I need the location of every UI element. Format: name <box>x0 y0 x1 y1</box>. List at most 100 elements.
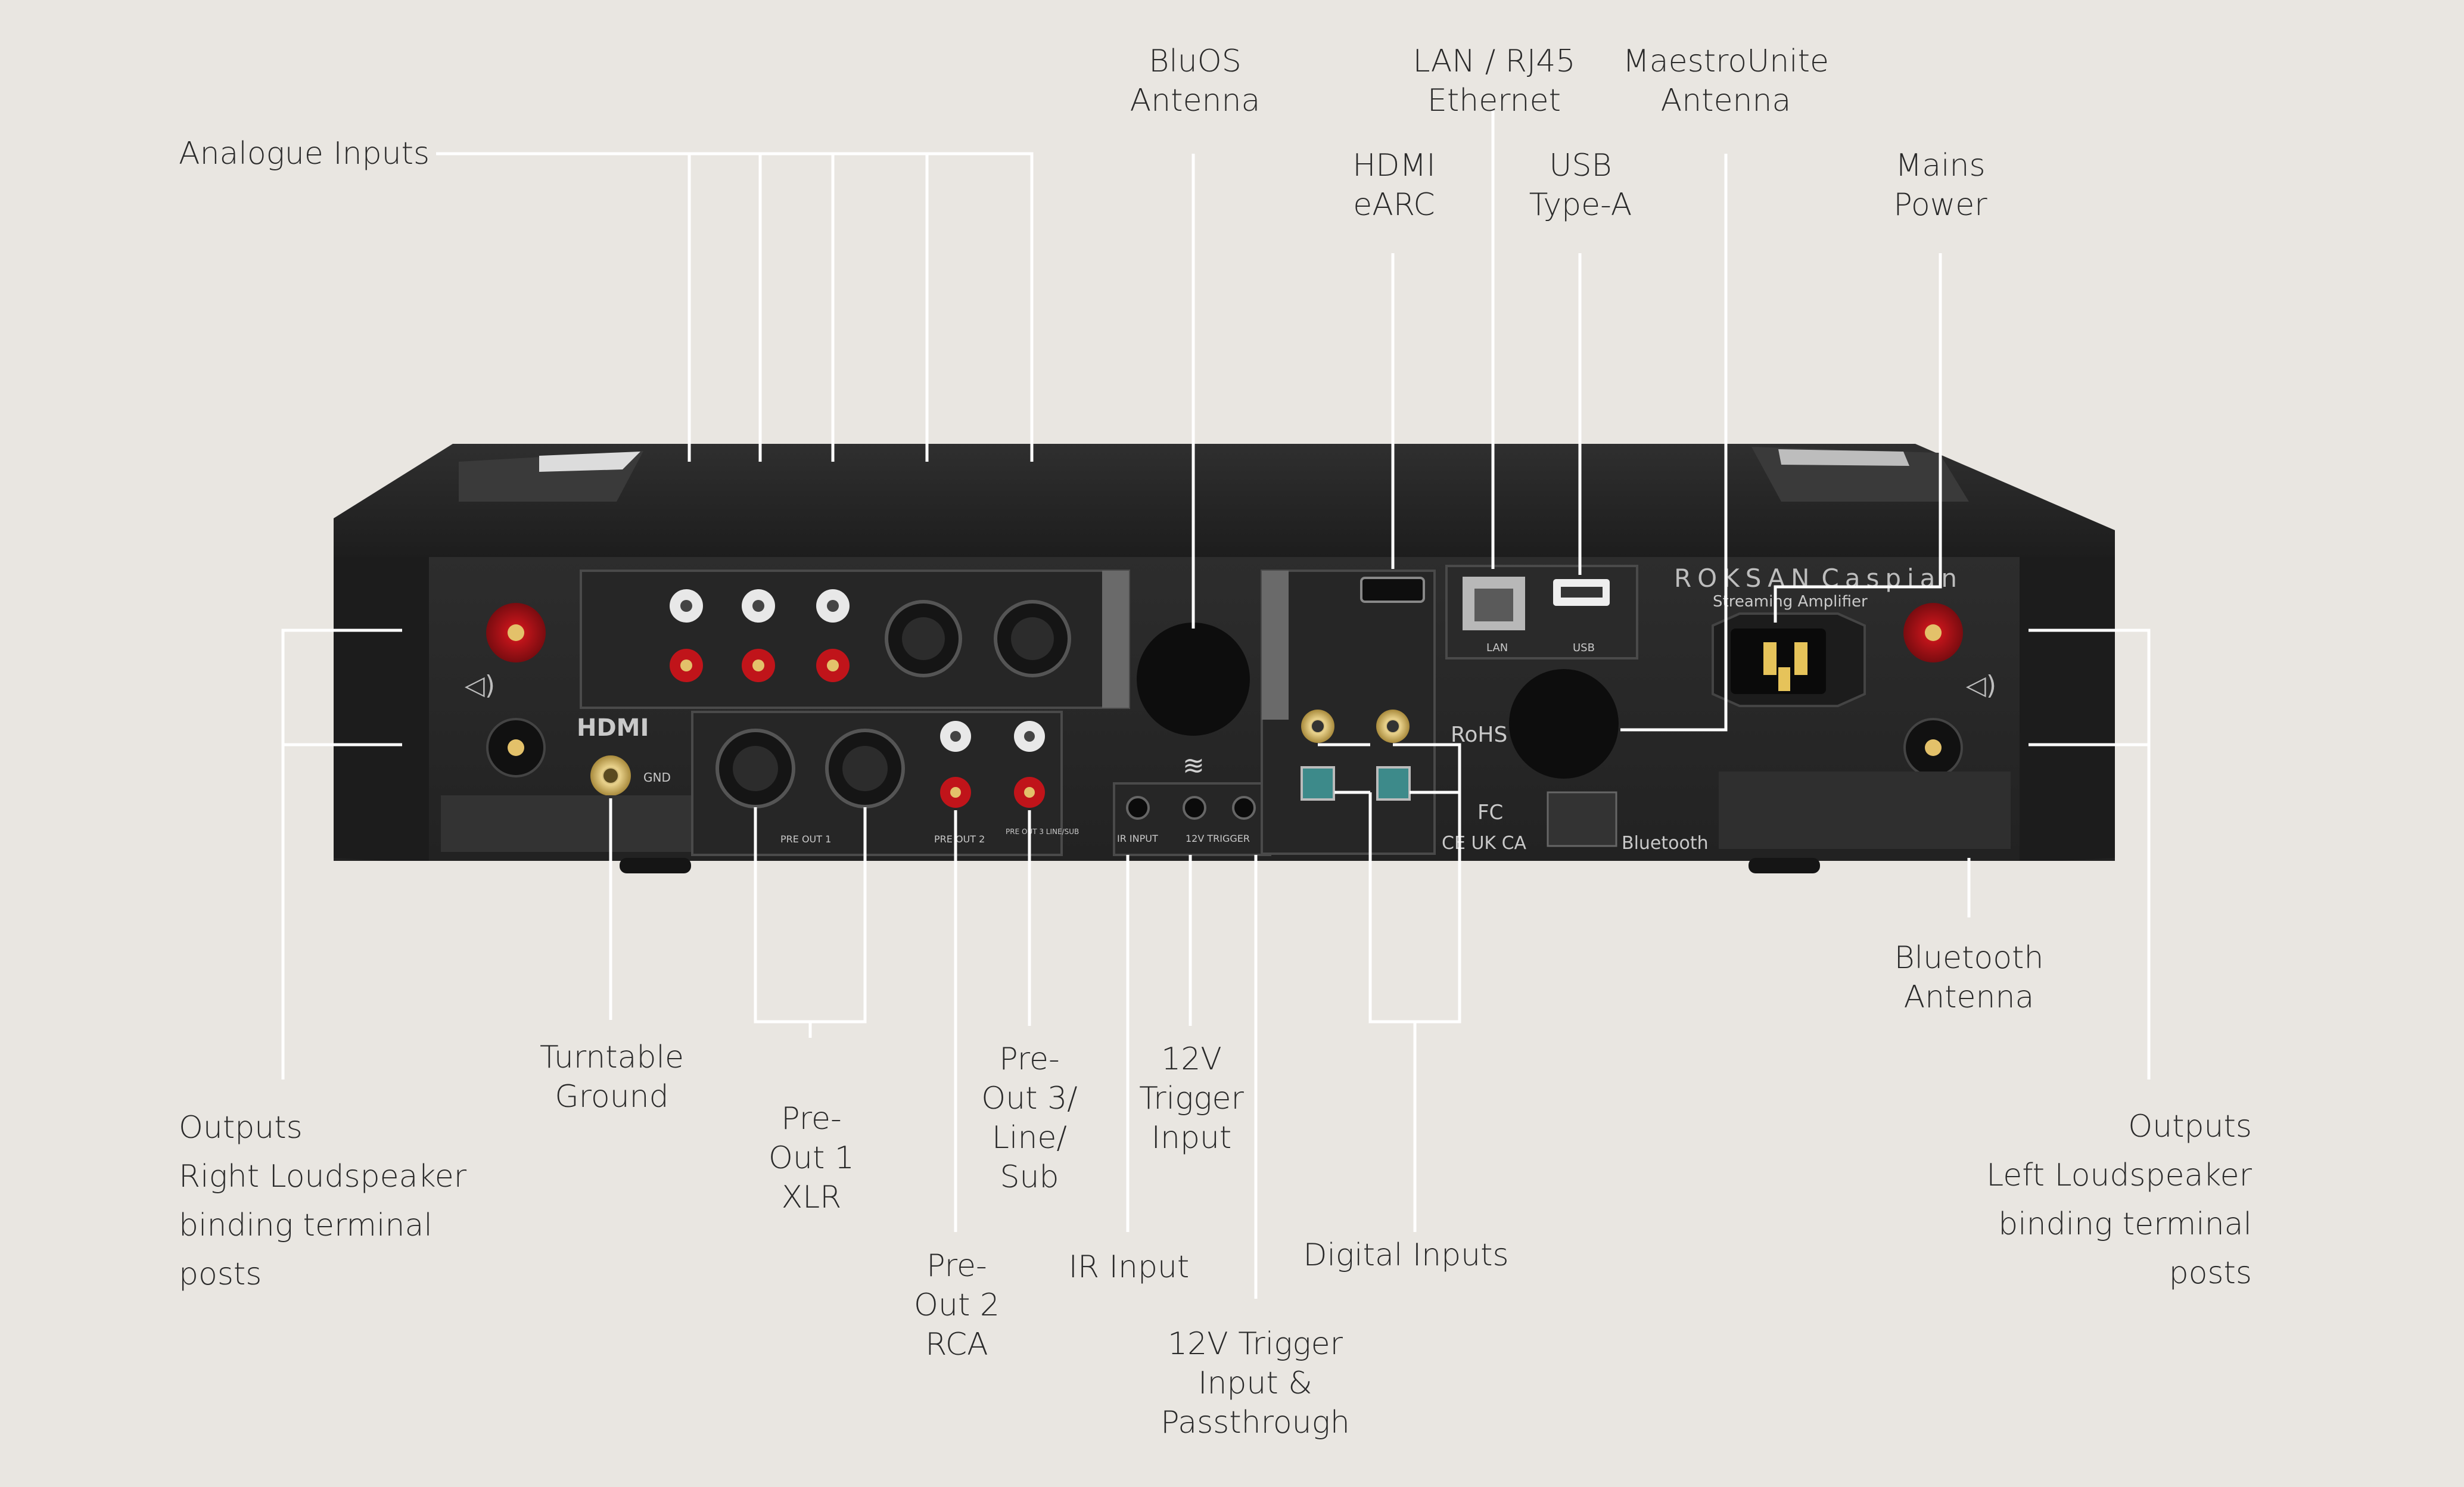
label-pre-out-3-line-1: Pre- <box>999 1041 1060 1077</box>
leader-pre-out-1 <box>754 807 867 1038</box>
label-outputs-left-line-2: Left Loudspeaker <box>1986 1158 2252 1193</box>
label-maestrounite-line-2: Antenna <box>1660 83 1791 119</box>
label-outputs-right-line-4: posts <box>179 1256 262 1292</box>
digital-input-module <box>1261 570 1436 855</box>
label-bluos-antenna-line-2: Antenna <box>1130 83 1261 119</box>
analogue-rca-jacks <box>670 589 850 682</box>
leader-analogue-inputs <box>436 152 1034 462</box>
label-pre-out-1-line-1: Pre- <box>781 1101 842 1137</box>
label-pre-out-3: Pre- Out 3/ Line/ Sub <box>981 1040 1077 1197</box>
label-lan-line-1: LAN / RJ45 <box>1413 43 1576 79</box>
leader-digital-inputs <box>1318 743 1461 1232</box>
label-turntable-line-2: Ground <box>555 1079 669 1115</box>
subtitle-print: Streaming Amplifier <box>1713 593 1868 611</box>
pre-out-rca-jacks <box>940 721 1045 808</box>
label-outputs-right: Outputs Right Loudspeaker binding termin… <box>179 1103 466 1299</box>
label-passthrough-line-3: Passthrough <box>1161 1405 1350 1441</box>
label-outputs-right-line-2: Right Loudspeaker <box>179 1159 467 1194</box>
label-pre-out-1-line-3: XLR <box>781 1180 842 1215</box>
label-pre-out-1: Pre- Out 1 XLR <box>769 1099 854 1217</box>
label-outputs-right-line-1: Outputs <box>179 1110 303 1146</box>
foot-left <box>620 858 691 873</box>
label-bluos-antenna-line-1: BluOS <box>1149 43 1242 79</box>
gnd-print: GND <box>643 770 671 785</box>
speaker-icon-right: ◁) <box>1965 670 1996 701</box>
label-ir-input-line-1: IR Input <box>1068 1249 1190 1285</box>
label-bluos-antenna: BluOS Antenna <box>1130 42 1261 120</box>
lan-print: LAN <box>1486 642 1508 654</box>
label-maestrounite-antenna: MaestroUnite Antenna <box>1623 42 1829 120</box>
label-trigger-input-line-1: 12V <box>1161 1041 1222 1077</box>
trigger-passthrough-jack <box>1232 796 1256 820</box>
left-end-cap <box>334 557 429 861</box>
label-outputs-left-line-1: Outputs <box>2128 1109 2252 1144</box>
chassis-top <box>334 444 2115 557</box>
fc-print: FC <box>1477 801 1503 825</box>
label-pre-out-1-line-2: Out 1 <box>769 1140 854 1176</box>
label-mains-power: Mains Power <box>1893 146 1987 225</box>
trigger-print: 12V TRIGGER <box>1186 833 1250 844</box>
bluos-antenna-mount <box>1137 623 1250 736</box>
label-turntable-ground: Turntable Ground <box>540 1038 684 1116</box>
leader-maestrounite <box>1620 154 1728 732</box>
label-bluetooth-antenna: Bluetooth Antenna <box>1894 938 2044 1017</box>
label-trigger-input-line-2: Trigger <box>1139 1081 1244 1116</box>
label-bluetooth-line-1: Bluetooth <box>1894 940 2044 976</box>
label-usb-line-1: USB <box>1549 148 1612 183</box>
label-trigger-input-line-3: Input <box>1151 1120 1232 1156</box>
label-ir-input: IR Input <box>1069 1248 1190 1287</box>
label-digital-inputs: Digital Inputs <box>1303 1236 1508 1275</box>
label-passthrough-line-1: 12V Trigger <box>1168 1326 1343 1362</box>
label-outputs-right-line-3: binding terminal <box>179 1208 433 1243</box>
label-outputs-left: Outputs Left Loudspeaker binding termina… <box>1986 1102 2252 1298</box>
back-panel-details: ◁) HDMI GND <box>441 564 2011 856</box>
label-hdmi-earc: HDMI eARC <box>1352 146 1435 225</box>
label-pre-out-2: Pre- Out 2 RCA <box>914 1246 1000 1364</box>
label-hdmi-line-2: eARC <box>1353 187 1435 223</box>
bluetooth-print: Bluetooth <box>1622 833 1709 854</box>
leader-outputs-left <box>2029 629 2151 1080</box>
label-lan-ethernet: LAN / RJ45 Ethernet <box>1413 42 1576 120</box>
label-pre-out-3-line-2: Out 3/ <box>981 1081 1078 1116</box>
leader-mains-power <box>1774 253 1942 623</box>
label-pre-out-2-line-2: Out 2 <box>914 1287 1000 1323</box>
top-vent-right-highlight <box>1778 449 1909 466</box>
label-lan-line-2: Ethernet <box>1427 83 1561 119</box>
leader-lines <box>281 109 2151 1299</box>
usb-print: USB <box>1573 642 1595 654</box>
pre-out-3-print: PRE OUT 3 LINE/SUB <box>1006 828 1079 836</box>
label-hdmi-line-1: HDMI <box>1352 148 1436 183</box>
hdmi-logo: HDMI <box>577 714 649 742</box>
optical-input-1 <box>1301 766 1335 801</box>
ce-print: CE UK CA <box>1442 833 1527 854</box>
label-usb-line-2: Type-A <box>1529 187 1632 223</box>
label-mains-line-1: Mains <box>1895 148 1986 183</box>
ir-input-print: IR INPUT <box>1117 833 1158 844</box>
maestrounite-antenna-mount <box>1509 669 1619 779</box>
label-bluetooth-line-2: Antenna <box>1903 979 2034 1015</box>
rohs-print: RoHS <box>1451 723 1507 747</box>
label-mains-line-2: Power <box>1893 187 1987 223</box>
label-usb-type-a: USB Type-A <box>1529 146 1632 225</box>
label-analogue-inputs: Analogue Inputs <box>179 134 430 173</box>
fine-print-left <box>441 795 691 852</box>
label-turntable-line-1: Turntable <box>540 1040 684 1075</box>
pre-out-2-print: PRE OUT 2 <box>934 833 985 845</box>
trigger-input-jack <box>1183 796 1206 820</box>
leader-outputs-right <box>281 629 402 1080</box>
label-pre-out-3-line-4: Sub <box>1000 1159 1059 1195</box>
label-outputs-left-line-4: posts <box>2169 1255 2252 1291</box>
label-maestrounite-line-1: MaestroUnite <box>1622 43 1830 79</box>
right-end-cap <box>2020 557 2115 861</box>
wifi-icon: ≋ <box>1183 751 1205 781</box>
optical-input-2 <box>1376 766 1411 801</box>
fine-print-right <box>1719 772 2011 849</box>
label-digital-inputs-line-1: Digital Inputs <box>1303 1237 1509 1273</box>
label-outputs-left-line-3: binding terminal <box>1998 1206 2252 1242</box>
label-trigger-input: 12V Trigger Input <box>1139 1040 1244 1158</box>
hdmi-earc-port <box>1360 577 1425 603</box>
label-analogue-inputs-line-1: Analogue Inputs <box>179 136 430 172</box>
label-trigger-passthrough: 12V Trigger Input & Passthrough <box>1161 1324 1350 1442</box>
